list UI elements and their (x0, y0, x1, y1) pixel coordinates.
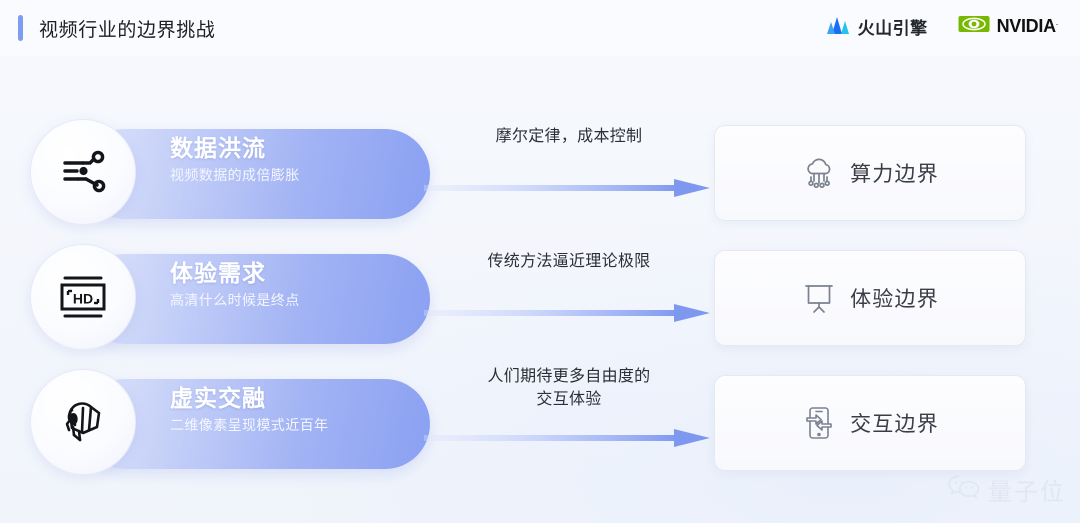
arrow-right-icon (424, 175, 714, 201)
pill-title: 虚实交融 (170, 385, 266, 411)
arrow-label: 传统方法逼近理论极限 (487, 253, 651, 270)
boundary-card-1[interactable]: 算力边界 (714, 125, 1026, 221)
arrow-group-1: 摩尔定律，成本控制 (424, 119, 714, 229)
boundary-card-2[interactable]: 体验边界 (714, 250, 1026, 346)
arrow-label: 人们期待更多自由度的 交互体验 (424, 365, 714, 411)
arrow-right-icon (424, 300, 714, 326)
pill-text-group: 数据洪流 视频数据的成倍膨胀 (170, 135, 420, 184)
data-flow-icon (30, 119, 136, 225)
pill-subtitle: 高清什么时候是终点 (170, 292, 300, 309)
arrow-right-icon (424, 425, 714, 451)
boundary-card-label: 交互边界 (850, 413, 939, 436)
nvidia-label: NVIDIA. (996, 16, 1059, 36)
arrow-label-line: 人们期待更多自由度的 (487, 368, 651, 385)
pill-body (80, 254, 430, 344)
watermark: 量子位 (947, 472, 1066, 507)
cloud-compute-icon (801, 156, 837, 190)
slide-header: 视频行业的边界挑战 火山引擎 (0, 0, 1080, 56)
nvidia-eye-icon (958, 14, 990, 39)
boundary-card-label: 体验边界 (850, 288, 939, 311)
volcano-engine-label: 火山引擎 (857, 19, 928, 38)
diagram-row: 虚实交融 二维像素呈现模式近百年 (0, 368, 1080, 479)
challenge-pill-2[interactable]: 体验需求 高清什么时候是终点 HD (30, 244, 430, 354)
diagram-row: 数据洪流 视频数据的成倍膨胀 (0, 119, 1080, 229)
svg-text:HD: HD (73, 291, 93, 307)
wechat-icon (947, 473, 981, 506)
pill-text-group: 虚实交融 二维像素呈现模式近百年 (170, 385, 420, 434)
pill-title: 数据洪流 (170, 135, 266, 161)
diagram-row: 体验需求 高清什么时候是终点 HD (0, 244, 1080, 354)
header-logos: 火山引擎 NVIDIA. (825, 13, 1058, 40)
pill-subtitle: 二维像素呈现模式近百年 (170, 417, 329, 434)
hd-screen-icon: HD (30, 244, 136, 350)
arrow-group-3: 人们期待更多自由度的 交互体验 (424, 368, 714, 479)
arrow-group-2: 传统方法逼近理论极限 (424, 244, 714, 354)
pill-text-group: 体验需求 高清什么时候是终点 (170, 260, 420, 309)
challenge-pill-1[interactable]: 数据洪流 视频数据的成倍膨胀 (30, 119, 430, 229)
nvidia-trademark: . (1055, 17, 1059, 27)
challenge-pill-3[interactable]: 虚实交融 二维像素呈现模式近百年 (30, 369, 430, 479)
pill-body (80, 379, 430, 469)
volcano-engine-logo: 火山引擎 (825, 13, 928, 40)
vr-headset-icon (30, 369, 136, 475)
device-interaction-icon (801, 405, 837, 441)
boundary-card-3[interactable]: 交互边界 (714, 375, 1026, 471)
watermark-label: 量子位 (988, 479, 1066, 506)
pill-title: 体验需求 (170, 260, 266, 286)
pill-body (80, 129, 430, 219)
nvidia-logo: NVIDIA. (958, 14, 1058, 39)
boundary-card-label: 算力边界 (850, 163, 939, 186)
volcano-mountain-icon (825, 13, 851, 40)
page-title: 视频行业的边界挑战 (39, 19, 216, 41)
projector-screen-icon (801, 281, 837, 315)
diagram-rows: 数据洪流 视频数据的成倍膨胀 (0, 56, 1080, 523)
header-accent-bar (18, 15, 23, 41)
pill-subtitle: 视频数据的成倍膨胀 (170, 167, 300, 184)
arrow-label-line: 交互体验 (536, 391, 602, 409)
arrow-label: 摩尔定律，成本控制 (495, 128, 643, 145)
